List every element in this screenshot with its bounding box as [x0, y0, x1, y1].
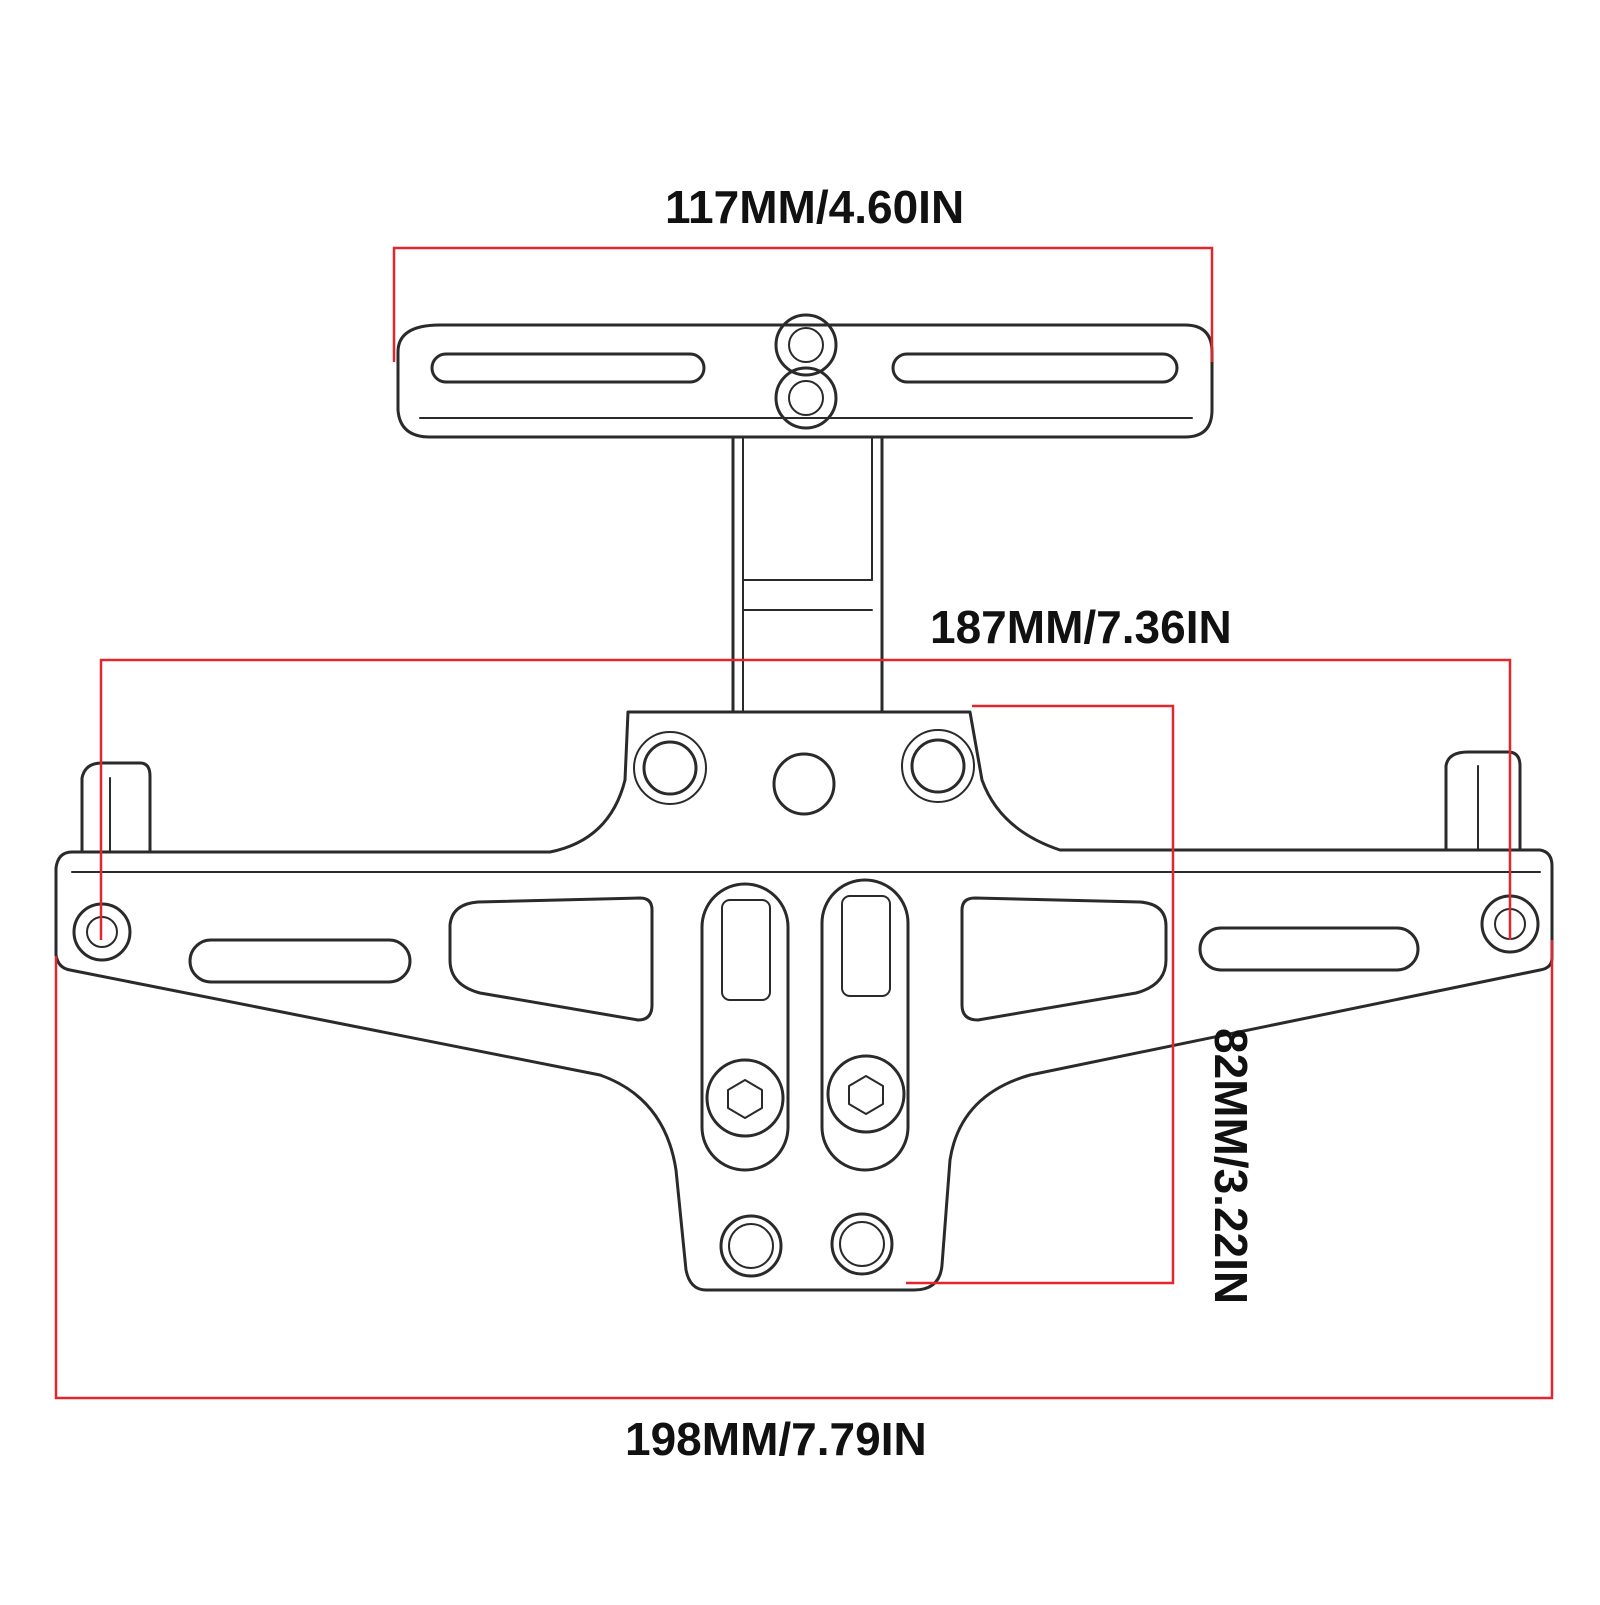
dim-line-overall-width — [54, 940, 1554, 1400]
arm-slot-right — [1198, 926, 1420, 972]
top-plate-slot-left — [430, 352, 706, 384]
plate-hole-top-right — [910, 738, 966, 794]
dimension-label-overall-width: 198MM/7.79IN — [625, 1413, 927, 1465]
dim-line-plate-height — [906, 704, 1175, 1285]
clamp-right — [1444, 750, 1522, 852]
plate-hole-bottom-right — [830, 1212, 894, 1276]
arm-slot-left — [188, 938, 412, 984]
dimension-label-plate-height: 82MM/3.22IN — [1205, 1028, 1257, 1305]
adjust-bolt-left — [705, 1058, 785, 1138]
vertical-stem — [731, 435, 884, 714]
dimension-lines — [54, 246, 1554, 1400]
bracket-outline — [54, 313, 1554, 1292]
dimension-label-top-width: 117MM/4.60IN — [665, 181, 965, 233]
main-plate — [54, 710, 1554, 1292]
adjust-slot-right — [820, 878, 910, 1172]
dim-line-top-width — [392, 246, 1214, 362]
top-bolt-upper — [774, 313, 838, 377]
top-plate — [396, 323, 1214, 439]
plate-hole-top-left — [642, 740, 698, 796]
top-bolt-lower — [774, 366, 838, 430]
cutout-right — [960, 896, 1168, 1022]
adjust-bolt-right — [826, 1054, 906, 1134]
plate-hole-bottom-left — [719, 1214, 783, 1278]
plate-hole-top-center — [772, 752, 836, 816]
dim-line-mount-width — [99, 658, 1512, 940]
clamp-left — [80, 761, 152, 854]
cutout-left — [448, 896, 654, 1022]
dimension-label-mount-width: 187MM/7.36IN — [930, 601, 1232, 653]
top-plate-slot-right — [891, 352, 1179, 384]
adjust-slot-left — [700, 882, 790, 1172]
